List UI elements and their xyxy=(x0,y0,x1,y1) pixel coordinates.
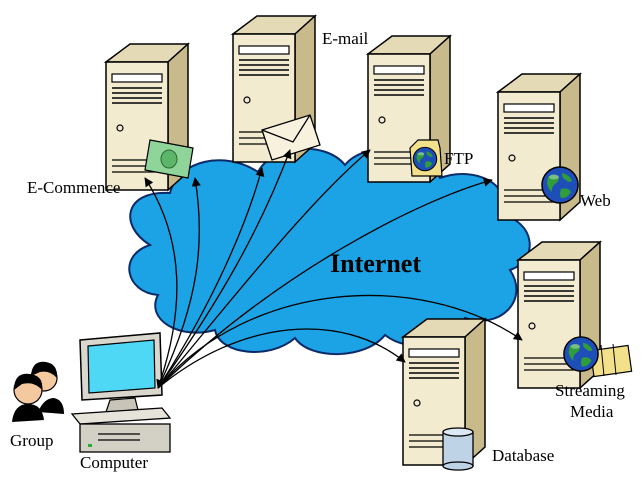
ftp-server xyxy=(367,35,451,183)
streaming-label-line2: Media xyxy=(570,402,614,421)
web-server xyxy=(497,73,581,221)
streaming-label-line1: Streaming xyxy=(555,381,625,400)
ftp-label: FTP xyxy=(444,149,473,168)
computer xyxy=(70,332,172,453)
globe-icon xyxy=(541,166,579,204)
email-label: E-mail xyxy=(322,29,369,48)
arrow-database xyxy=(157,328,406,389)
web-label: Web xyxy=(580,191,611,210)
envelope-icon xyxy=(261,114,321,161)
arrow-email xyxy=(157,167,265,389)
monitor-icon xyxy=(79,332,163,413)
ecommerce-label: E-Commence xyxy=(27,178,120,197)
money-icon xyxy=(144,139,194,179)
connection-arrows xyxy=(144,149,523,389)
database-icon xyxy=(442,427,474,471)
folder-globe-icon xyxy=(409,139,443,177)
arrow-ftp xyxy=(157,149,371,389)
streaming-server xyxy=(517,241,633,389)
arrow-ecommerce-2 xyxy=(157,177,201,389)
arrow-streaming xyxy=(157,294,523,389)
email-server xyxy=(232,15,321,163)
ecommerce-server xyxy=(105,43,194,191)
internet-label: Internet xyxy=(330,249,421,278)
pc-case xyxy=(70,407,172,453)
database-server xyxy=(402,318,486,471)
computer-label: Computer xyxy=(80,453,148,472)
streaming-globe-icon xyxy=(563,336,599,372)
group-label: Group xyxy=(10,431,53,450)
arrow-email-2 xyxy=(157,149,292,389)
arrow-ecommerce xyxy=(144,177,178,389)
database-label: Database xyxy=(492,446,554,465)
users-icon xyxy=(12,361,64,422)
